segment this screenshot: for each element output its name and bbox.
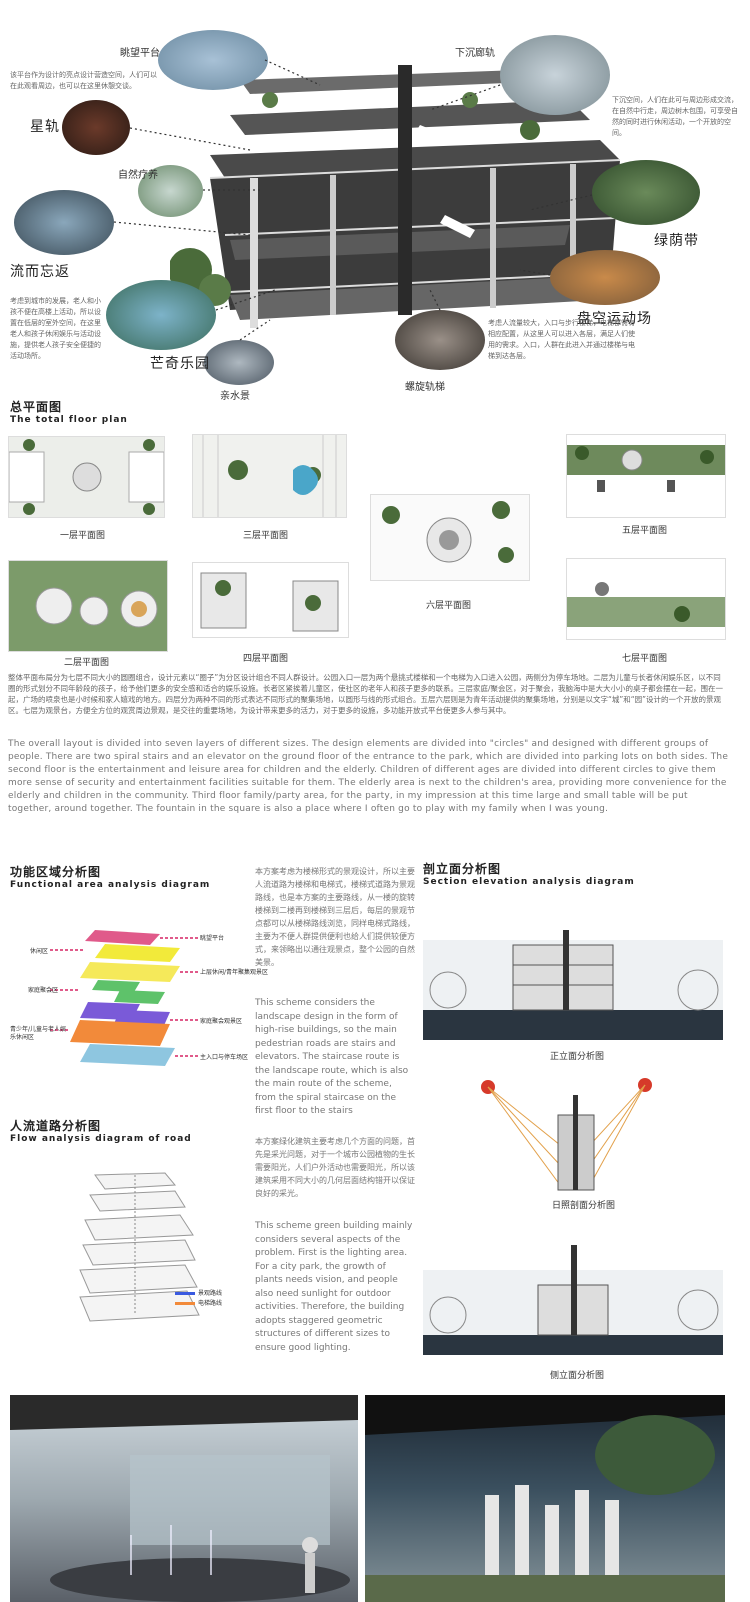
spiral-track-photo — [395, 310, 485, 370]
note-top-left: 该平台作为设计的亮点设计营造空间，人们可以在此观看周边，也可以在这里休憩交谈。 — [10, 71, 157, 90]
linger-label: 流而忘返 — [10, 264, 70, 280]
suspended-sports-photo — [550, 250, 660, 305]
star-track-label: 星轨 — [30, 119, 60, 135]
fun-park-photo — [106, 280, 216, 350]
note-mid-right: 考虑人流量较大，入口与步行楼梯，电梯都需有相应配置，从这里人可以进入各层，满足人… — [488, 319, 635, 360]
green-belt-label: 绿荫带 — [654, 233, 699, 249]
sunlight-section-label: 日照剖面分析图 — [552, 1201, 616, 1211]
plan-fourth-label: 四层平面图 — [243, 654, 289, 664]
floor-plan-title-en: The total floor plan — [10, 415, 128, 425]
building-axonometric — [170, 65, 640, 328]
side-elevation — [423, 1230, 723, 1360]
render-right — [365, 1395, 725, 1602]
front-elevation-label: 正立面分析图 — [550, 1052, 605, 1062]
viewing-platform-photo — [158, 30, 268, 90]
middle-text-en-2: This scheme green building mainly consid… — [255, 1221, 413, 1353]
legend-elevator-swatch — [175, 1302, 195, 1305]
plan-sixth-floor — [370, 494, 530, 581]
section-title-en: Section elevation analysis diagram — [423, 877, 635, 887]
layer-leisure: 休闲区 — [30, 948, 49, 955]
sunken-track-photo — [500, 35, 610, 115]
front-elevation — [423, 900, 723, 1040]
layer-aged: 家庭聚会观景区 — [200, 1018, 243, 1025]
plan-sixth-label: 六层平面图 — [426, 601, 472, 611]
plan-second-label: 二层平面图 — [64, 658, 110, 668]
plan-fourth-floor — [192, 562, 349, 638]
spiral-track-label: 螺旋轨梯 — [405, 382, 445, 393]
legend-elevator: 电梯路线 — [198, 1300, 223, 1307]
section-title-cn: 剖立面分析图 — [423, 862, 502, 876]
layer-youth: 青少年/儿童与老人娱乐休闲区 — [10, 1026, 67, 1041]
note-mid-left: 考虑到城市的发展，老人和小孩不便在高楼上活动，所以设置在低层的室外空间，在这里老… — [10, 297, 101, 360]
note-top-right: 下沉空间，人们在此可与周边形成交流，在自然中行走，周边树木包围，可享受自然的同时… — [612, 96, 738, 137]
floor-plan-title-cn: 总平面图 — [10, 400, 63, 414]
flow-diagram — [79, 1172, 200, 1322]
natural-cultivation-label: 自然疗养 — [118, 170, 158, 181]
sunken-track-label: 下沉廊轨 — [455, 48, 495, 59]
legend-landscape: 景观路线 — [198, 1290, 223, 1297]
layer-family: 家庭聚会区 — [28, 987, 59, 994]
plan-third-floor — [192, 434, 347, 518]
side-elevation-label: 侧立面分析图 — [550, 1371, 605, 1381]
layer-viewing: 眺望平台 — [200, 935, 225, 942]
description-en: The overall layout is divided into seven… — [8, 739, 729, 814]
plan-fifth-floor — [566, 434, 726, 518]
functional-layers-diagram — [50, 930, 198, 1066]
green-belt-photo — [592, 160, 700, 225]
description-cn: 整体平面布局分为七层不同大小的圆圈组合，设计元素以“圈子”为分区设计组合不同人群… — [8, 673, 724, 715]
suspended-sports-label: 盘空运动场 — [577, 311, 652, 327]
plan-seventh-floor — [566, 558, 726, 640]
star-track-photo — [62, 100, 130, 155]
middle-text-cn-1: 本方案考虑为楼梯形式的景观设计，所以主要人流道路为楼梯和电梯式，楼梯式道路为景观… — [255, 867, 415, 967]
plan-third-label: 三层平面图 — [243, 531, 289, 541]
plan-first-label: 一层平面图 — [60, 531, 106, 541]
linger-photo — [14, 190, 114, 255]
layer-up: 上层休闲/青年聚集观景区 — [200, 969, 269, 976]
flow-title-cn: 人流道路分析图 — [10, 1119, 102, 1133]
water-feature-label: 亲水景 — [220, 391, 250, 402]
layer-entry: 主入口与停车场区 — [200, 1054, 249, 1061]
render-left — [10, 1395, 358, 1602]
natural-cultivation-photo — [138, 165, 203, 217]
plan-first-floor — [8, 436, 165, 518]
flow-title-en: Flow analysis diagram of road — [10, 1134, 192, 1144]
middle-text-en-1: This scheme considers the landscape desi… — [255, 998, 409, 1116]
plan-fifth-label: 五层平面图 — [622, 526, 668, 536]
middle-text-cn-2: 本方案绿化建筑主要考虑几个方面的问题，首先是采光问题，对于一个城市公园植物的生长… — [255, 1137, 415, 1198]
sunlight-section — [481, 1078, 652, 1191]
functional-title-en: Functional area analysis diagram — [10, 880, 211, 890]
functional-title-cn: 功能区域分析图 — [10, 865, 102, 879]
fun-park-label: 芒奇乐园 — [150, 356, 210, 372]
callout-leader-lines — [113, 59, 593, 341]
legend-landscape-swatch — [175, 1292, 195, 1295]
water-feature-photo — [204, 340, 274, 385]
plan-second-floor — [8, 560, 168, 652]
plan-seventh-label: 七层平面图 — [622, 654, 668, 664]
viewing-platform-label: 眺望平台 — [120, 48, 160, 59]
